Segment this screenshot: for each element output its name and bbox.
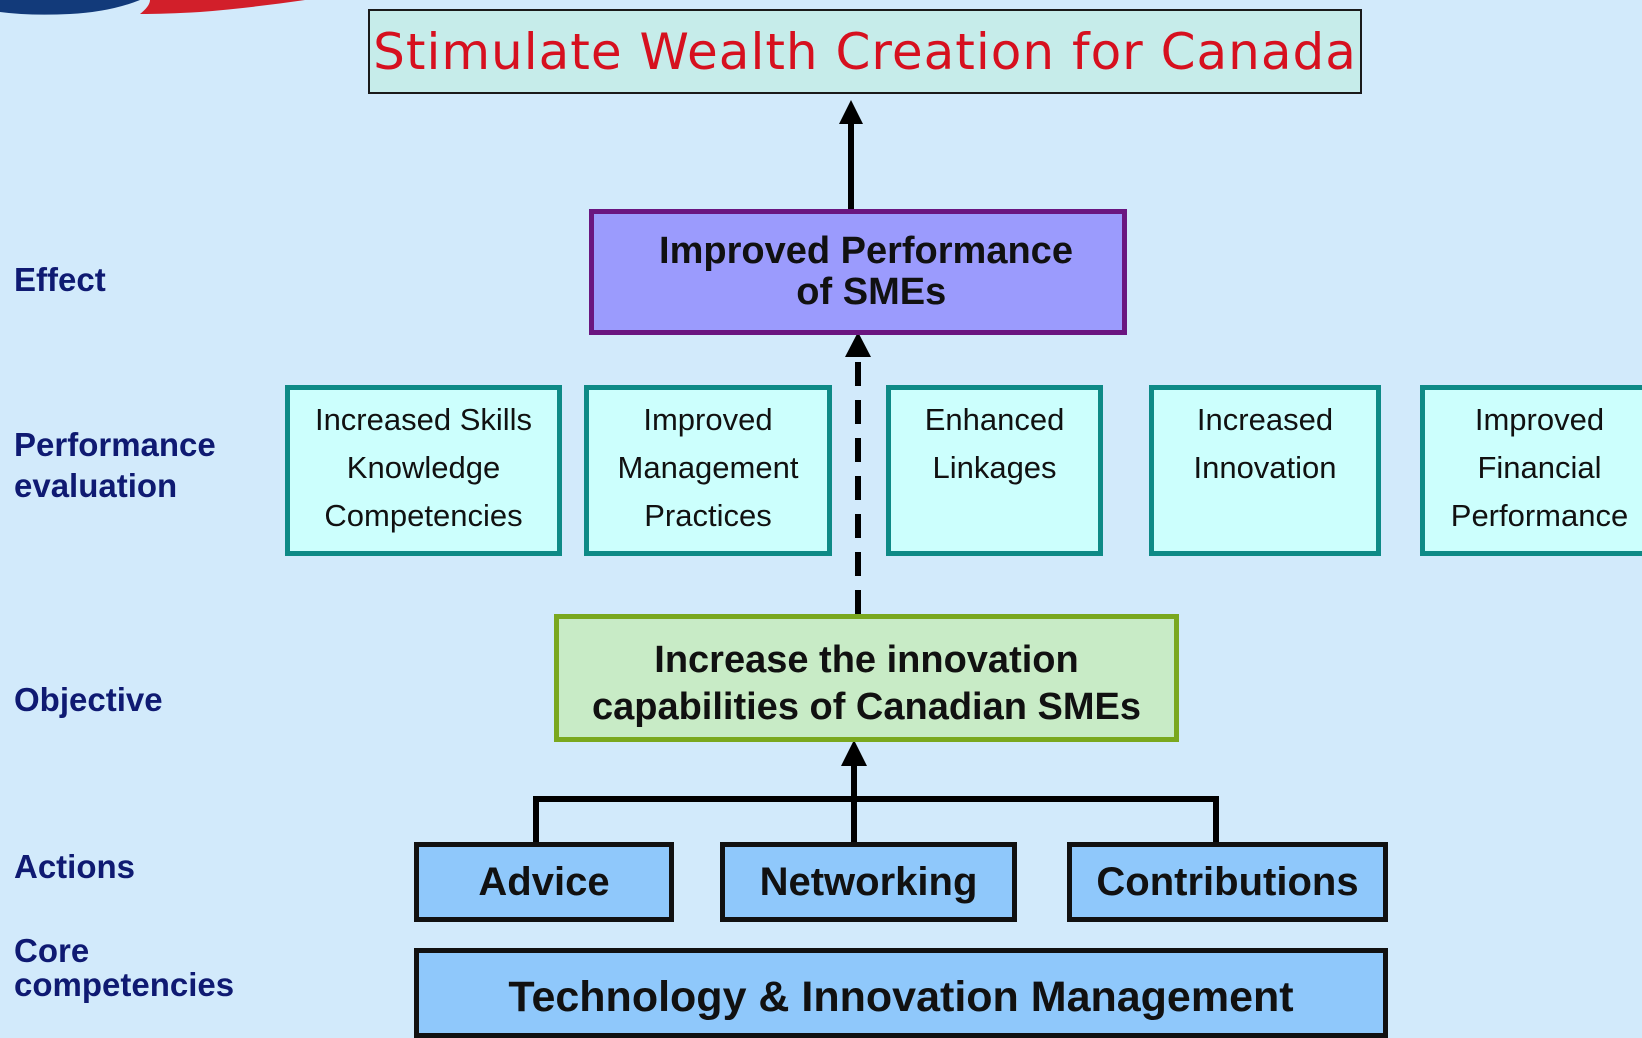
action-label-advice: Advice (478, 859, 610, 904)
logo-swoosh-blue (0, 0, 140, 15)
action-bracket (533, 796, 1219, 842)
arrowhead-objective (841, 740, 867, 766)
eval-text-linkages: Enhanced Linkages (924, 402, 1065, 485)
action-label-contributions: Contributions (1096, 859, 1359, 904)
eval-box-innovation: Increased Innovation (1149, 385, 1381, 556)
logo-swoosh (0, 0, 305, 15)
effect-box: Improved Performance of SMEs (589, 209, 1127, 335)
action-box-contributions: Contributions (1067, 842, 1388, 922)
row-label-effect: Effect (14, 261, 106, 298)
arrowhead-goal (839, 100, 863, 124)
row-label-objective: Objective (14, 681, 163, 718)
core-competency-text: Technology & Innovation Management (508, 973, 1294, 1021)
objective-box: Increase the innovation capabilities of … (554, 614, 1179, 742)
logo-swoosh-red (140, 0, 305, 14)
action-box-advice: Advice (414, 842, 674, 922)
eval-text-innovation: Increased Innovation (1193, 402, 1337, 485)
eval-text-financial: Improved Financial Performance (1450, 402, 1629, 533)
eval-box-management: Improved Management Practices (584, 385, 832, 556)
effect-text: Improved Performance of SMEs (659, 230, 1073, 313)
action-label-networking: Networking (759, 859, 978, 904)
eval-box-skills: Increased Skills Knowledge Competencies (285, 385, 562, 556)
goal-title: Stimulate Wealth Creation for Canada (373, 22, 1357, 81)
eval-box-linkages: Enhanced Linkages (886, 385, 1103, 556)
row-label-performance-evaluation: Performance evaluation (14, 426, 216, 504)
action-box-networking: Networking (720, 842, 1017, 922)
row-label-actions: Actions (14, 848, 136, 885)
eval-box-financial: Improved Financial Performance (1420, 385, 1642, 556)
core-competency-box: Technology & Innovation Management (414, 948, 1388, 1038)
eval-text-management: Improved Management Practices (617, 402, 799, 533)
goal-title-box: Stimulate Wealth Creation for Canada (368, 9, 1362, 94)
eval-text-skills: Increased Skills Knowledge Competencies (314, 402, 533, 533)
arrowhead-effect (845, 332, 871, 357)
row-label-core-competencies: Core competencies (14, 932, 235, 1003)
objective-text: Increase the innovation capabilities of … (591, 639, 1142, 728)
